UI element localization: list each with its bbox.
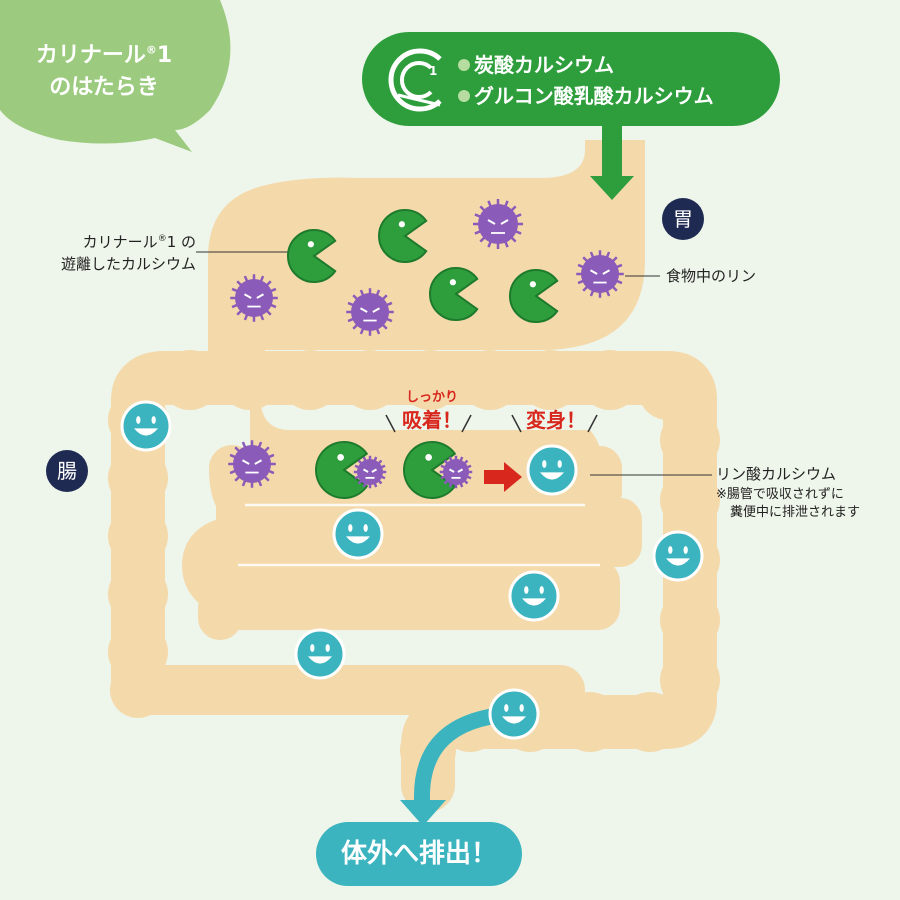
calcium-phosphate-smiley-icon [526, 444, 578, 496]
phosphorus-label: 食物中のリン [666, 267, 757, 285]
calcium-pacman-icon [287, 229, 337, 283]
absorbed-virus-icon [439, 455, 473, 489]
transform-label: 変身！ [526, 408, 586, 432]
calcium-phosphate-smiley-icon [332, 508, 384, 560]
absorbed-virus-icon [353, 455, 387, 489]
transform-arrow-icon [484, 462, 522, 492]
calcium-phosphate-smiley-icon [508, 570, 560, 622]
calcium-phosphate-smiley-icon [294, 628, 346, 680]
ingredient-list: 炭酸カルシウム グルコン酸乳酸カルシウム [458, 50, 714, 112]
absorb-label: 吸着！ [402, 408, 462, 432]
product-note: ※腸管で吸収されずに 糞便中に排泄されます [716, 487, 861, 521]
intake-arrow-icon [590, 126, 634, 200]
logo-sub: 1 [429, 64, 438, 78]
phosphorus-virus-icon [576, 250, 624, 298]
phosphorus-virus-icon [230, 274, 278, 322]
bullet-icon [458, 90, 470, 102]
absorbing-pacman-icon [403, 441, 457, 499]
absorbing-pacman-icon [315, 441, 369, 499]
calcium-phosphate-smiley-icon [120, 400, 172, 452]
product-label: リン酸カルシウム [716, 465, 837, 483]
ingredient-pill [362, 32, 780, 126]
absorb-small-label: しっかり [405, 390, 458, 405]
stomach-badge: 胃 [662, 198, 704, 240]
calcium-phosphate-smiley-icon [488, 688, 540, 740]
phosphorus-virus-icon [346, 288, 394, 336]
absorb-emphasis-icon [385, 414, 598, 433]
calcium-phosphate-smiley-icon [652, 530, 704, 582]
calcium-pacman-icon [378, 209, 428, 263]
c1-logo-icon [388, 48, 442, 112]
title-bubble [0, 0, 231, 152]
phosphorus-virus-icon [473, 199, 523, 249]
intestine-badge: 腸 [46, 450, 88, 492]
bullet-icon [458, 59, 470, 71]
diagram-title: カリナール®1 のはたらき [35, 43, 173, 100]
calcium-label: カリナール®1 の 遊離したカルシウム [60, 233, 196, 273]
exit-label: 体外へ排出！ [316, 822, 522, 886]
calcium-pacman-icon [429, 267, 479, 321]
calcium-pacman-icon [509, 269, 559, 323]
phosphorus-virus-icon [228, 440, 276, 488]
stomach-shape [208, 140, 645, 378]
